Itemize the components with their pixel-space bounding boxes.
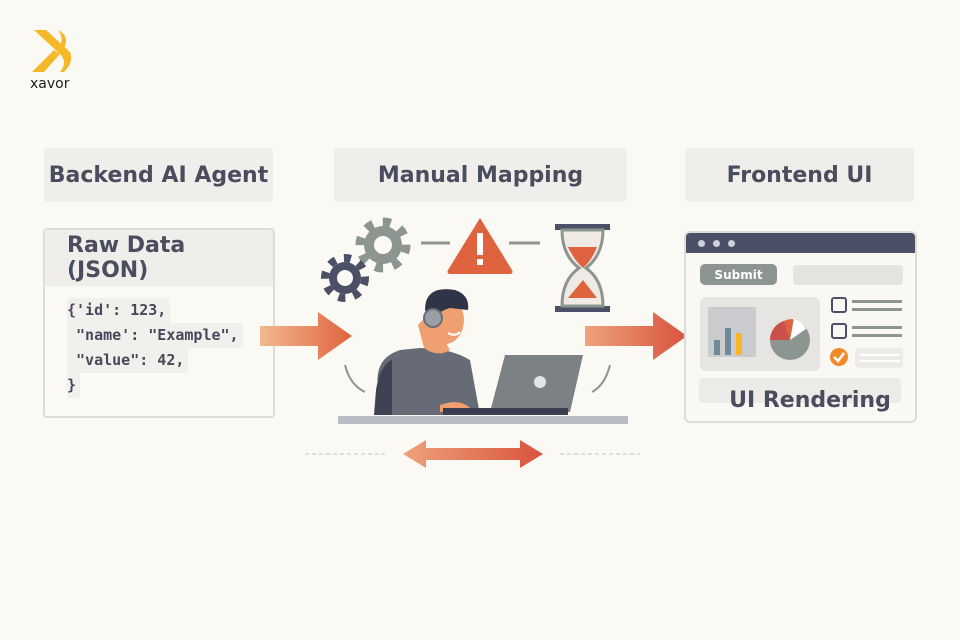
frontend-label: Frontend UI <box>685 148 914 202</box>
dashboard-mock <box>700 297 903 371</box>
raw-data-card: Raw Data (JSON) {'id': 123, "name': "Exa… <box>43 228 275 418</box>
arrow-right-icon <box>260 312 352 360</box>
warning-icon <box>447 218 513 274</box>
bar-chart-icon <box>714 340 720 355</box>
xavor-logo-icon <box>32 30 72 72</box>
window-titlebar <box>686 233 915 253</box>
person-icon <box>374 289 480 415</box>
checkbox-icon <box>831 297 847 313</box>
gear-large-icon <box>355 217 411 273</box>
hourglass-icon <box>555 224 610 312</box>
laptop-icon <box>443 355 583 415</box>
code-line: {'id': 123, <box>67 298 171 323</box>
desk <box>338 416 628 424</box>
code-line: } <box>67 373 81 398</box>
raw-data-title: Raw Data (JSON) <box>45 230 273 286</box>
checkbox-icon <box>831 323 847 339</box>
text-input-mock <box>793 265 903 285</box>
json-code: {'id': 123, "name': "Example", "value": … <box>45 286 273 398</box>
submit-button[interactable]: Submit <box>700 264 777 285</box>
mapping-label: Manual Mapping <box>334 148 627 202</box>
code-line: "value": 42, <box>67 348 189 373</box>
logo-text: xavor <box>30 76 70 92</box>
gear-small-icon <box>321 254 369 302</box>
bidirectional-arrow-icon <box>403 440 543 468</box>
code-line: "name': "Example", <box>67 323 243 348</box>
check-circle-icon <box>830 348 848 366</box>
manual-mapping-illustration <box>305 217 640 468</box>
backend-label: Backend AI Agent <box>44 148 273 202</box>
arrow-right-icon <box>585 312 687 360</box>
pie-chart-icon <box>770 318 810 360</box>
rendering-bar <box>699 378 901 403</box>
ui-rendering-label: UI Rendering <box>729 388 891 413</box>
